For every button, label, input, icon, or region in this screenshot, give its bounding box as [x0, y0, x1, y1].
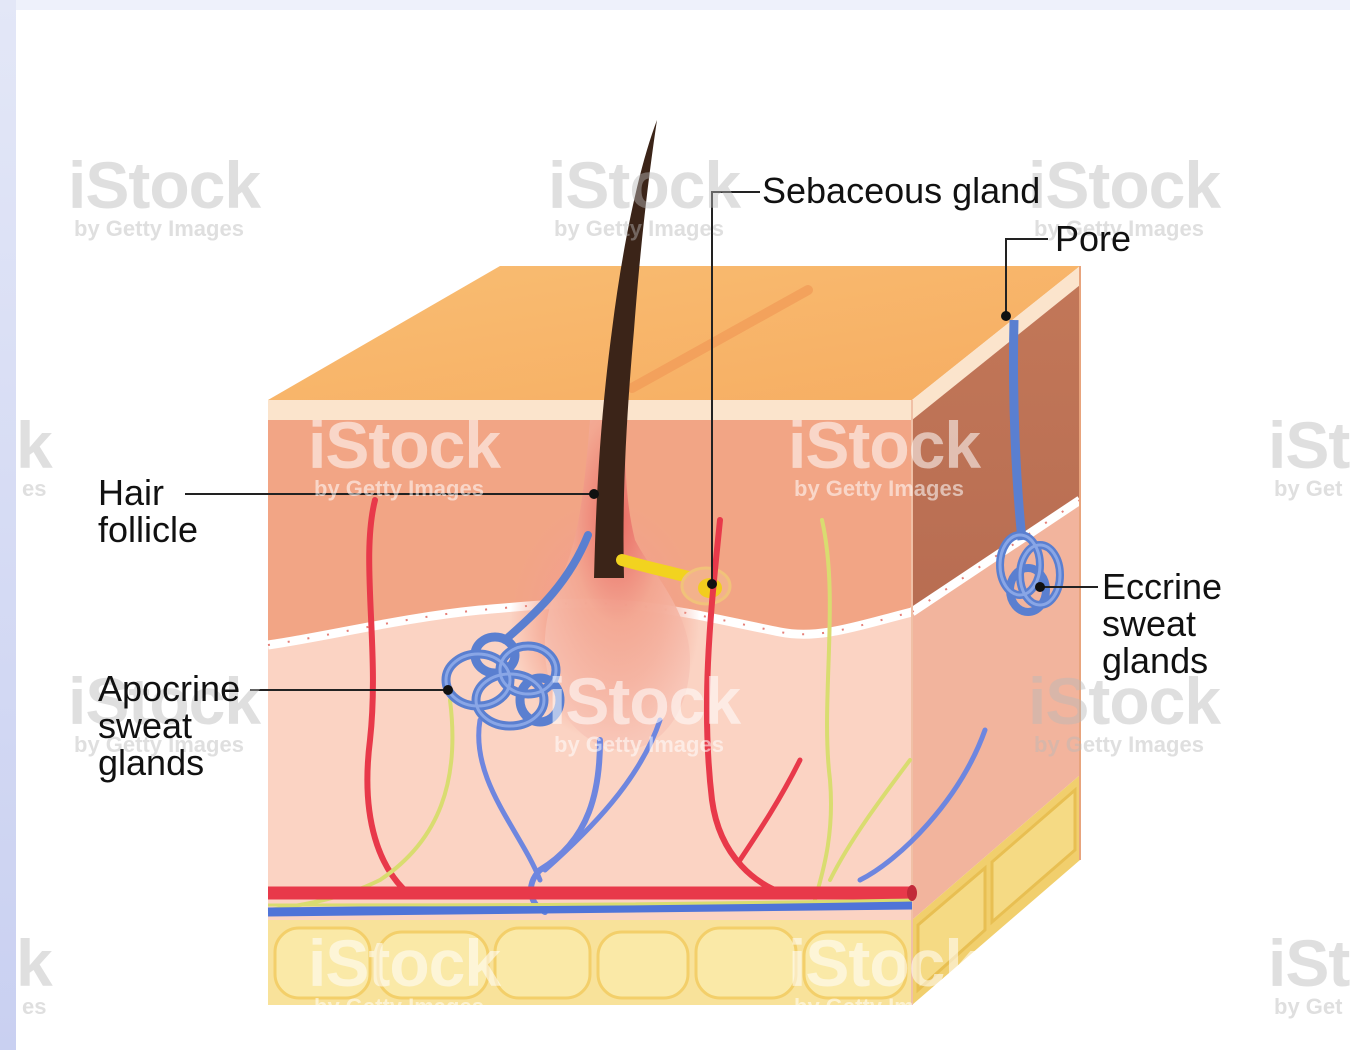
label-pore: Pore: [1055, 220, 1131, 257]
label-hair-follicle: Hair follicle: [98, 474, 198, 548]
label-apocrine-sweat-glands: Apocrine sweat glands: [98, 670, 240, 781]
label-sebaceous-gland: Sebaceous gland: [762, 172, 1040, 209]
stratum-corneum: [268, 400, 912, 420]
label-eccrine-sweat-glands: Eccrine sweat glands: [1102, 568, 1222, 679]
